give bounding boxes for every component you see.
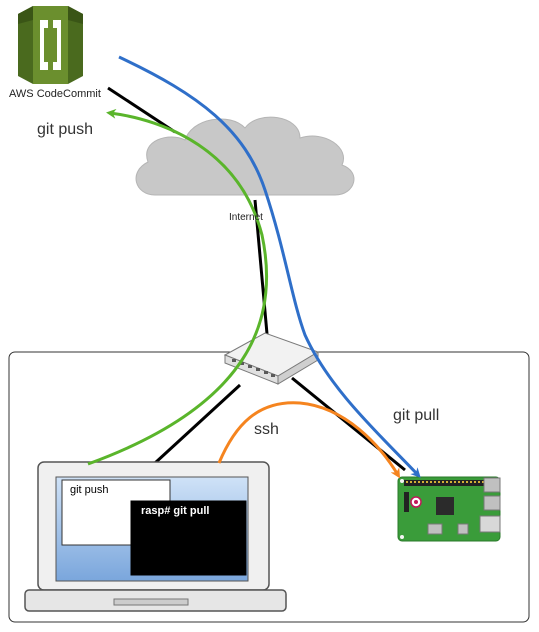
- ssh-arrow: [217, 401, 401, 479]
- git-pull-arrow: [118, 55, 421, 478]
- raspberry-pi-board-icon: [397, 476, 501, 542]
- git-pull-label: git pull: [393, 407, 440, 424]
- cloud-icon: [135, 116, 355, 196]
- ssh-label: ssh: [254, 421, 279, 438]
- network-switch-icon: [223, 332, 320, 385]
- link-router-laptop: [153, 383, 242, 465]
- window-git-push-text: git push: [70, 484, 109, 496]
- git-push-arrow: [87, 108, 269, 466]
- internet-label: Internet: [229, 212, 263, 223]
- link-codecommit-cloud: [107, 86, 176, 134]
- codecommit-label: AWS CodeCommit: [9, 88, 101, 100]
- network-links: [107, 86, 406, 472]
- laptop-terminal-window: [130, 500, 247, 576]
- aws-codecommit-icon: [18, 6, 83, 84]
- terminal-git-pull-text: rasp# git pull: [141, 505, 210, 517]
- link-cloud-router: [253, 199, 270, 346]
- link-router-raspberry: [291, 376, 406, 472]
- git-push-label: git push: [37, 121, 94, 138]
